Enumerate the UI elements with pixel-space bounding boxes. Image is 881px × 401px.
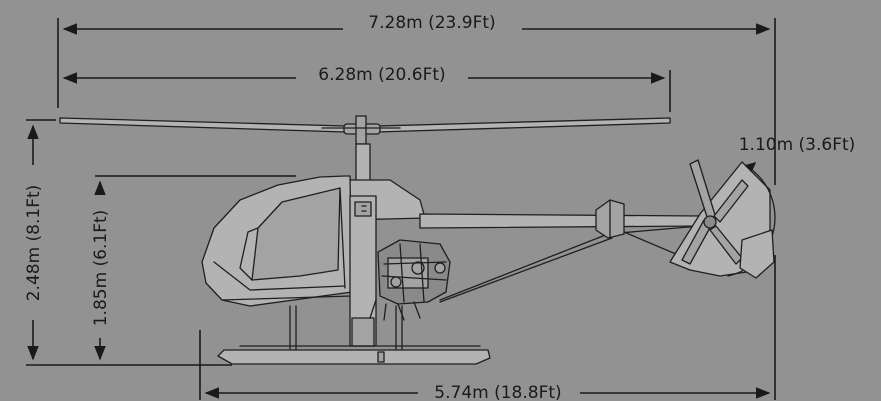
overall-height-dimension: 2.48m (8.1Ft) — [24, 119, 232, 366]
helicopter-illustration — [59, 115, 776, 365]
rotor-diameter-label: 6.28m (20.6Ft) — [318, 65, 445, 85]
cabin-height-label: 1.85m (6.1Ft) — [91, 210, 111, 327]
main-rotor — [59, 115, 671, 145]
center-pylon — [349, 195, 377, 347]
fuselage-length-dimension: 5.74m (18.8Ft) — [199, 255, 776, 401]
landing-skids — [217, 305, 491, 365]
cabin — [201, 175, 353, 307]
cabin-height-dimension: 1.85m (6.1Ft) — [91, 175, 296, 361]
overall-height-label: 2.48m (8.1Ft) — [24, 185, 44, 302]
engine — [369, 239, 451, 321]
rotor-diameter-dimension: 6.28m (20.6Ft) — [62, 65, 671, 112]
overall-length-label: 7.28m (23.9Ft) — [368, 13, 495, 33]
overall-length-dimension: 7.28m (23.9Ft) — [57, 13, 776, 185]
tail-rotor-diameter-label: 1.10m (3.6Ft) — [739, 135, 856, 155]
tail-rotor — [669, 159, 776, 279]
fuselage-length-label: 5.74m (18.8Ft) — [434, 383, 561, 401]
tail-boom — [419, 199, 701, 303]
